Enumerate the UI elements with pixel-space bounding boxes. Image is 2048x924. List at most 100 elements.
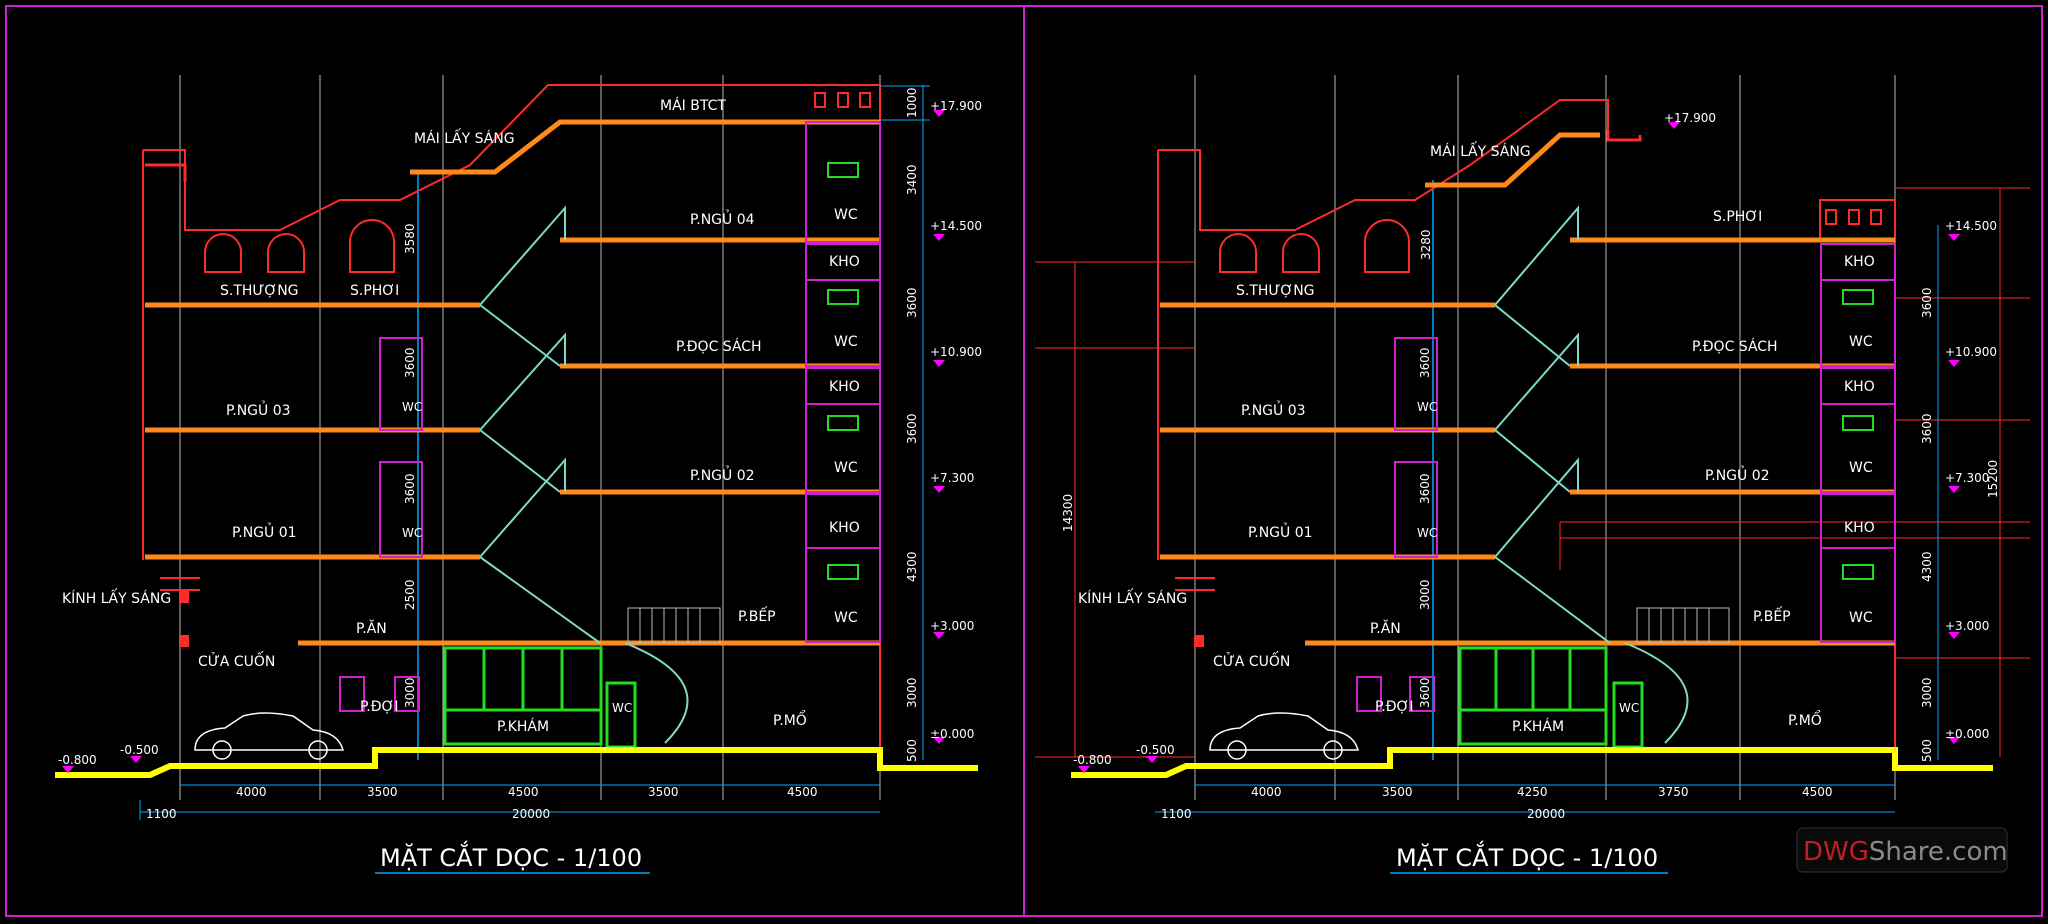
car-icon (194, 712, 344, 760)
room-label: P.KHÁM (1512, 718, 1564, 735)
level-label: +17.900 (930, 99, 982, 113)
service-label: KHO (1844, 379, 1875, 395)
vertical-dimension: 3280 (1419, 229, 1433, 260)
service-label: KHO (1844, 254, 1875, 270)
watermark-box (1796, 827, 2008, 873)
service-label: KHO (1844, 520, 1875, 536)
car-icon (1209, 712, 1359, 760)
service-label: WC (1417, 526, 1437, 540)
level-label: +3.000 (930, 619, 974, 633)
level-label: +3.000 (1945, 619, 1989, 633)
level-label: +14.500 (930, 219, 982, 233)
section-drawing-left (55, 75, 978, 874)
vertical-dimension: 3600 (905, 413, 919, 444)
vertical-dimension: 3600 (1418, 677, 1432, 708)
level-label: -0.500 (120, 743, 159, 757)
level-label: +7.300 (1945, 471, 1989, 485)
drawing-title: MẶT CẮT DỌC - 1/100 (380, 840, 642, 872)
vertical-dimension: 4300 (905, 551, 919, 582)
service-stack (379, 121, 881, 643)
drawing-title: MẶT CẮT DỌC - 1/100 (1396, 840, 1658, 872)
horizontal-dimension: 20000 (512, 807, 550, 821)
horizontal-dimension: 20000 (1527, 807, 1565, 821)
dimension-lines (139, 85, 930, 820)
room-label: P.NGỦ 01 (1248, 522, 1313, 541)
vertical-dimension: 500 (905, 739, 919, 762)
horizontal-dimension: 1100 (1161, 807, 1192, 821)
vertical-dimension: 3600 (1418, 473, 1432, 504)
floor-slabs (145, 119, 880, 646)
room-label: P.ĐỢI (1375, 699, 1413, 715)
vertical-dimension: 3400 (905, 164, 919, 195)
grid-lines (1194, 75, 1896, 800)
service-label: KHO (829, 520, 860, 536)
horizontal-dimension: 4000 (236, 785, 267, 799)
room-label: P.NGỦ 03 (226, 400, 291, 419)
level-label: +10.900 (1945, 345, 1997, 359)
room-label: MÁI BTCT (660, 97, 726, 114)
dimension-lines (1155, 784, 1895, 813)
watermark-part-share: Share.com (1869, 837, 2008, 867)
vertical-dimension: 14300 (1061, 494, 1075, 532)
horizontal-dimension: 3500 (367, 785, 398, 799)
vertical-dimension: 2500 (403, 579, 417, 610)
vertical-dimension: 3600 (403, 347, 417, 378)
ground-line (55, 747, 978, 778)
room-label: S.THƯỢNG (220, 283, 299, 299)
horizontal-dimension: 3750 (1658, 785, 1689, 799)
room-label: P.BẾP (1753, 606, 1791, 625)
vertical-dimension: 3600 (1920, 287, 1934, 318)
left-labels: MÁI BTCT MÁI LẤY SÁNG P.NGỦ 04 S.THƯỢNG … (58, 87, 982, 872)
service-label: WC (834, 334, 858, 350)
service-label: KHO (829, 379, 860, 395)
room-label: CỬA CUỐN (198, 651, 275, 670)
vertical-dimension: 4300 (1920, 551, 1934, 582)
red-dimension-lines (1035, 187, 2030, 758)
room-label: S.THƯỢNG (1236, 283, 1315, 299)
room-label: MÁI LẤY SÁNG (414, 128, 515, 147)
level-label: -0.800 (58, 753, 97, 767)
vertical-dimension: 3000 (1920, 677, 1934, 708)
room-label: P.ĂN (1370, 619, 1401, 637)
horizontal-dimension: 1100 (146, 807, 177, 821)
level-label: ±0.000 (1945, 727, 1989, 741)
level-label: +17.900 (1664, 111, 1716, 125)
service-label: WC (1849, 610, 1873, 626)
service-label: WC (834, 207, 858, 223)
room-label: P.ĐỢI (360, 699, 398, 715)
service-label: WC (1849, 334, 1873, 350)
service-label: WC (1849, 460, 1873, 476)
service-label: WC (834, 610, 858, 626)
level-label: -0.800 (1073, 753, 1112, 767)
horizontal-dimension: 3500 (648, 785, 679, 799)
vertical-dimension: 15200 (1986, 460, 2000, 498)
service-label: WC (834, 460, 858, 476)
room-label: P.KHÁM (497, 718, 549, 735)
grid-lines (179, 75, 881, 800)
service-label: KHO (829, 254, 860, 270)
level-label: +10.900 (930, 345, 982, 359)
vertical-dimension: 3000 (905, 677, 919, 708)
horizontal-dimension: 4500 (508, 785, 539, 799)
level-label: ±0.000 (930, 727, 974, 741)
vertical-dimension: 3600 (1418, 347, 1432, 378)
level-label: +14.500 (1945, 219, 1997, 233)
room-label: P.ĂN (356, 619, 387, 637)
watermark-part-dwg: DWG (1803, 837, 1869, 867)
level-label: -0.500 (1136, 743, 1175, 757)
horizontal-dimension: 4000 (1251, 785, 1282, 799)
vertical-dimension: 3000 (403, 677, 417, 708)
room-label: P.ĐỌC SÁCH (1692, 338, 1778, 355)
room-label: KÍNH LẤY SÁNG (62, 588, 171, 607)
horizontal-dimension: 4500 (787, 785, 818, 799)
vertical-dimension: 3600 (1920, 413, 1934, 444)
ground-line (1071, 747, 1993, 778)
service-label: WC (1619, 701, 1639, 715)
room-label: P.MỔ (773, 710, 807, 729)
horizontal-dimension: 3500 (1382, 785, 1413, 799)
room-label: P.NGỦ 01 (232, 522, 297, 541)
staircase (479, 205, 689, 744)
vertical-dimension: 3600 (905, 287, 919, 318)
room-label: S.PHƠI (350, 283, 399, 299)
